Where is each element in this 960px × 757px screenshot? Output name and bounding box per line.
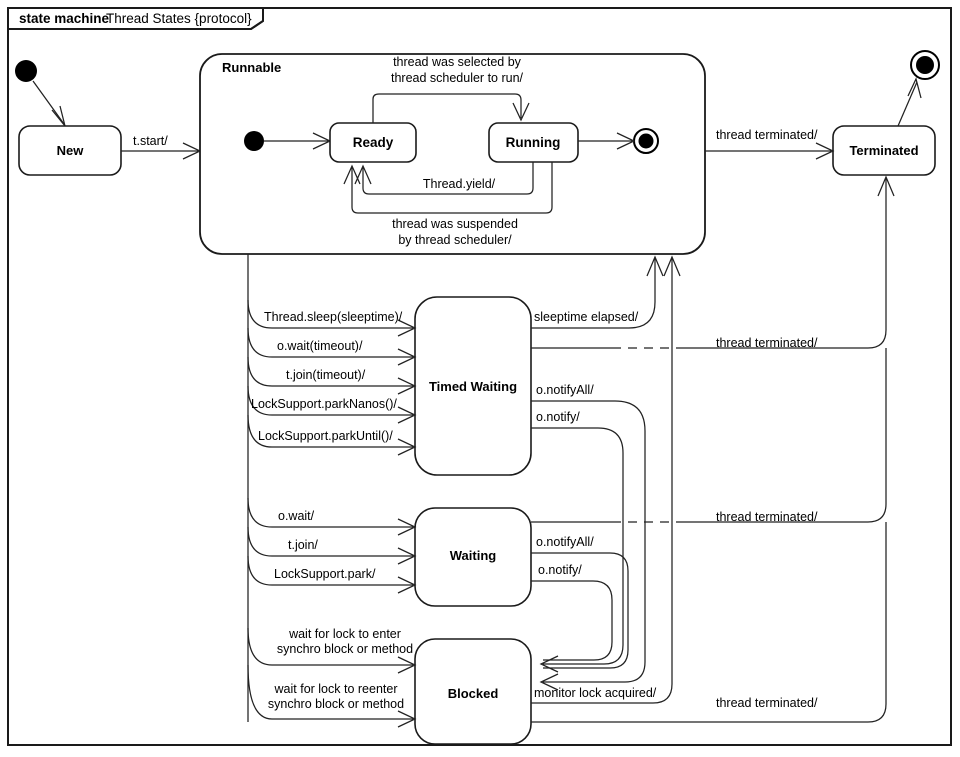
edge-park — [247, 555, 417, 594]
diagram-frame — [7, 7, 952, 746]
edge-initial-to-new — [32, 80, 66, 127]
state-ready[interactable]: Ready — [329, 122, 417, 163]
edge-terminated-timed — [531, 175, 895, 349]
edge-o-wait-timeout — [247, 327, 417, 366]
edge-terminated-blocked — [531, 522, 887, 723]
initial-node-runnable — [244, 131, 264, 151]
state-runnable[interactable]: Runnable — [199, 53, 706, 255]
state-timed-waiting[interactable]: Timed Waiting — [414, 296, 532, 476]
label-suspended-line1: thread was suspended — [392, 217, 518, 231]
state-blocked-label: Blocked — [448, 686, 499, 701]
label-t-join: t.join/ — [288, 538, 318, 552]
edge-o-wait — [247, 497, 417, 536]
state-waiting[interactable]: Waiting — [414, 507, 532, 607]
label-notify-timed: o.notify/ — [536, 410, 580, 424]
edge-running-to-final — [578, 132, 636, 150]
label-selected-line2: thread scheduler to run/ — [391, 71, 524, 85]
edge-notify-waiting — [531, 580, 613, 661]
label-thread-yield: Thread.yield/ — [423, 177, 496, 191]
edge-wait-enter — [247, 627, 417, 674]
state-runnable-label: Runnable — [222, 60, 281, 75]
state-running[interactable]: Running — [488, 122, 579, 163]
label-t-join-timeout: t.join(timeout)/ — [286, 368, 366, 382]
label-selected-line1: thread was selected by — [393, 55, 522, 69]
edge-notify-all-waiting — [531, 552, 629, 669]
edge-runnable-to-terminated — [705, 142, 835, 160]
edge-thread-sleep — [247, 299, 417, 337]
label-terminated-waiting: thread terminated/ — [716, 510, 818, 524]
state-new[interactable]: New — [18, 125, 122, 176]
label-thread-sleep: Thread.sleep(sleeptime)/ — [264, 310, 403, 324]
edge-terminated-waiting — [531, 348, 887, 523]
state-terminated-label: Terminated — [849, 143, 918, 158]
edge-running-to-ready-suspended — [343, 162, 553, 214]
edge-park-until — [247, 414, 417, 456]
edge-wait-reenter — [247, 664, 417, 728]
state-running-label: Running — [506, 135, 561, 150]
state-timed-waiting-label: Timed Waiting — [429, 379, 517, 394]
state-blocked[interactable]: Blocked — [414, 638, 532, 745]
edge-t-join-timeout — [247, 356, 417, 395]
label-park: LockSupport.park/ — [274, 567, 376, 581]
initial-node-outer — [15, 60, 37, 82]
state-ready-label: Ready — [353, 135, 394, 150]
label-wait-reenter-line2: synchro block or method — [268, 697, 404, 711]
label-wait-enter-line2: synchro block or method — [277, 642, 413, 656]
label-park-nanos: LockSupport.parkNanos()/ — [251, 397, 397, 411]
state-terminated[interactable]: Terminated — [832, 125, 936, 176]
label-monitor-lock-acquired: monitor lock acquired/ — [534, 686, 657, 700]
label-terminated-timed: thread terminated/ — [716, 336, 818, 350]
label-notify-all-timed: o.notifyAll/ — [536, 383, 594, 397]
edge-notify-timed — [531, 427, 624, 673]
label-wait-enter-line1: wait for lock to enter — [288, 627, 401, 641]
label-notify-waiting: o.notify/ — [538, 563, 582, 577]
label-o-wait: o.wait/ — [278, 509, 315, 523]
label-suspended-line2: by thread scheduler/ — [398, 233, 512, 247]
edge-sleeptime-elapsed — [531, 255, 664, 329]
label-wait-reenter-line1: wait for lock to reenter — [274, 682, 398, 696]
state-waiting-label: Waiting — [450, 548, 497, 563]
label-terminated-runnable: thread terminated/ — [716, 128, 818, 142]
label-o-wait-timeout: o.wait(timeout)/ — [277, 339, 363, 353]
edge-monitor-lock-acquired — [531, 255, 681, 704]
edge-ready-to-running — [372, 93, 530, 123]
label-terminated-blocked: thread terminated/ — [716, 696, 818, 710]
edge-t-join — [247, 526, 417, 565]
final-node-outer — [910, 50, 940, 80]
frame-keyword: state machine — [19, 11, 110, 26]
label-notify-all-waiting: o.notifyAll/ — [536, 535, 594, 549]
label-park-until: LockSupport.parkUntil()/ — [258, 429, 393, 443]
label-sleeptime-elapsed: sleeptime elapsed/ — [534, 310, 639, 324]
edge-terminated-to-final — [897, 77, 922, 127]
frame-title: Thread States {protocol} — [106, 11, 252, 26]
edge-notify-all-timed — [531, 400, 646, 691]
state-new-label: New — [57, 143, 85, 158]
label-t-start: t.start/ — [133, 134, 168, 148]
edge-park-nanos — [247, 385, 417, 424]
